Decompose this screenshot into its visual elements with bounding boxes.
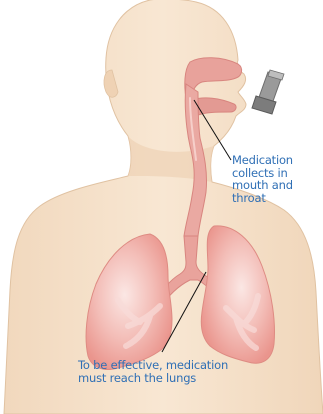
annotation-line: To be effective, medication: [78, 359, 278, 372]
annotation-mouth-throat: Medication collects in mouth and throat: [232, 154, 317, 204]
body-silhouette: [4, 0, 323, 414]
annotation-line: mouth and: [232, 179, 317, 192]
annotation-lungs: To be effective, medication must reach t…: [78, 359, 278, 384]
inhaler-icon: [252, 70, 284, 114]
annotation-line: throat: [232, 192, 317, 205]
annotation-line: Medication: [232, 154, 317, 167]
torso: [4, 0, 323, 414]
annotation-line: must reach the lungs: [78, 372, 278, 385]
